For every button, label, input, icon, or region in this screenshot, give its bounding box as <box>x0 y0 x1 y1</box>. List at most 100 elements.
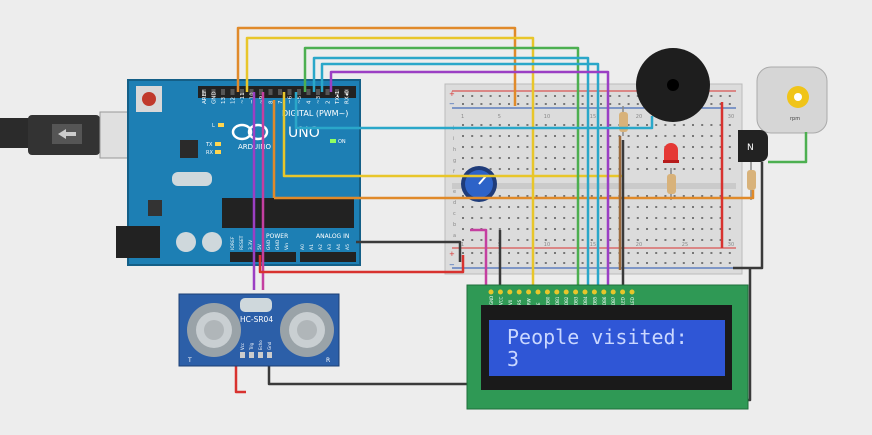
breadboard-hole[interactable] <box>590 217 593 219</box>
wire-green[interactable] <box>303 46 580 290</box>
breadboard-hole[interactable] <box>609 124 612 126</box>
breadboard-hole[interactable] <box>526 135 529 137</box>
breadboard-hole[interactable] <box>581 239 584 241</box>
breadboard-hole[interactable] <box>646 206 648 208</box>
breadboard-hole[interactable] <box>471 239 474 241</box>
rail-hole[interactable] <box>627 252 630 254</box>
breadboard-hole[interactable] <box>489 135 492 137</box>
breadboard-hole[interactable] <box>627 206 630 208</box>
breadboard-hole[interactable] <box>489 217 492 219</box>
breadboard-hole[interactable] <box>581 195 584 197</box>
rail-hole[interactable] <box>517 262 520 264</box>
breadboard-hole[interactable] <box>692 217 694 219</box>
breadboard-hole[interactable] <box>489 168 492 170</box>
breadboard-hole[interactable] <box>636 206 639 208</box>
rail-hole[interactable] <box>719 252 722 254</box>
rail-hole[interactable] <box>554 262 556 264</box>
breadboard-hole[interactable] <box>600 206 602 208</box>
breadboard-hole[interactable] <box>664 217 667 219</box>
breadboard-hole[interactable] <box>554 168 556 170</box>
wire-red[interactable] <box>234 102 724 394</box>
breadboard-hole[interactable] <box>692 146 694 148</box>
rail-hole[interactable] <box>544 95 547 97</box>
rail-hole[interactable] <box>609 95 612 97</box>
breadboard-hole[interactable] <box>682 239 685 241</box>
wire-yellow-2[interactable] <box>282 92 624 178</box>
breadboard-hole[interactable] <box>664 228 667 230</box>
header-pin[interactable] <box>278 89 282 95</box>
lcd-pin[interactable] <box>620 289 626 295</box>
breadboard-hole[interactable] <box>480 239 483 241</box>
breadboard-hole[interactable] <box>554 228 556 230</box>
breadboard-hole[interactable] <box>719 124 722 126</box>
breadboard-hole[interactable] <box>646 146 648 148</box>
breadboard-hole[interactable] <box>701 228 704 230</box>
breadboard-hole[interactable] <box>462 146 464 148</box>
breadboard-hole[interactable] <box>508 239 510 241</box>
breadboard-hole[interactable] <box>655 217 658 219</box>
rail-hole[interactable] <box>471 252 474 254</box>
breadboard-hole[interactable] <box>508 146 510 148</box>
breadboard-hole[interactable] <box>600 168 602 170</box>
breadboard-hole[interactable] <box>508 206 510 208</box>
breadboard-hole[interactable] <box>710 168 713 170</box>
breadboard-hole[interactable] <box>563 146 566 148</box>
breadboard-hole[interactable] <box>600 124 602 126</box>
rail-hole[interactable] <box>692 262 694 264</box>
rail-hole[interactable] <box>489 95 492 97</box>
breadboard-hole[interactable] <box>701 157 704 159</box>
breadboard-hole[interactable] <box>508 135 510 137</box>
breadboard-hole[interactable] <box>572 206 575 208</box>
breadboard-hole[interactable] <box>590 239 593 241</box>
rail-hole[interactable] <box>581 252 584 254</box>
breadboard-hole[interactable] <box>498 146 501 148</box>
breadboard-hole[interactable] <box>526 228 529 230</box>
rail-hole[interactable] <box>489 103 492 105</box>
breadboard-hole[interactable] <box>600 228 602 230</box>
breadboard-hole[interactable] <box>489 206 492 208</box>
rail-hole[interactable] <box>664 252 667 254</box>
rail-hole[interactable] <box>728 262 731 264</box>
breadboard-hole[interactable] <box>673 217 676 219</box>
breadboard-hole[interactable] <box>655 239 658 241</box>
rail-hole[interactable] <box>517 252 520 254</box>
breadboard-hole[interactable] <box>609 146 612 148</box>
breadboard-hole[interactable] <box>627 228 630 230</box>
rail-hole[interactable] <box>728 95 731 97</box>
header-pin[interactable] <box>344 89 349 95</box>
breadboard-hole[interactable] <box>728 195 731 197</box>
header-pin[interactable] <box>249 89 254 95</box>
breadboard-hole[interactable] <box>489 124 492 126</box>
rail-hole[interactable] <box>535 103 538 105</box>
breadboard-hole[interactable] <box>701 217 704 219</box>
breadboard-hole[interactable] <box>719 146 722 148</box>
breadboard-hole[interactable] <box>462 217 464 219</box>
rail-hole[interactable] <box>646 262 648 264</box>
breadboard-hole[interactable] <box>590 228 593 230</box>
rail-hole[interactable] <box>692 252 694 254</box>
breadboard-hole[interactable] <box>609 228 612 230</box>
breadboard-hole[interactable] <box>554 124 556 126</box>
breadboard-hole[interactable] <box>563 168 566 170</box>
header-pin[interactable] <box>268 89 273 95</box>
rail-hole[interactable] <box>728 252 731 254</box>
breadboard-hole[interactable] <box>554 195 556 197</box>
rail-hole[interactable] <box>590 95 593 97</box>
breadboard-hole[interactable] <box>508 195 510 197</box>
breadboard-hole[interactable] <box>701 195 704 197</box>
breadboard-hole[interactable] <box>636 146 639 148</box>
rail-hole[interactable] <box>544 252 547 254</box>
breadboard-hole[interactable] <box>719 168 722 170</box>
breadboard-hole[interactable] <box>554 217 556 219</box>
breadboard-hole[interactable] <box>526 124 529 126</box>
breadboard-hole[interactable] <box>535 228 538 230</box>
breadboard-hole[interactable] <box>646 135 648 137</box>
breadboard-hole[interactable] <box>535 124 538 126</box>
breadboard-hole[interactable] <box>719 195 722 197</box>
rail-hole[interactable] <box>554 252 556 254</box>
breadboard-hole[interactable] <box>710 239 713 241</box>
breadboard-hole[interactable] <box>692 206 694 208</box>
breadboard-hole[interactable] <box>701 239 704 241</box>
breadboard-hole[interactable] <box>581 135 584 137</box>
breadboard-hole[interactable] <box>544 124 547 126</box>
